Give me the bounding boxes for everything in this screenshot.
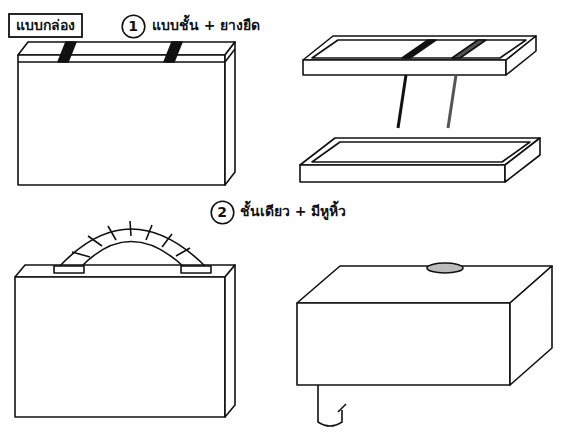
layered-box [18, 42, 235, 185]
node-text: 1 [128, 18, 138, 35]
handle-box [15, 221, 235, 417]
node-text: 2 [217, 204, 227, 221]
flat-box [297, 263, 552, 426]
caption-label: ชั้นเดียว + มีหูหิ้ว [240, 203, 346, 220]
caption-label: แบบชั้น + ยางยืด [152, 17, 260, 34]
open-base-tray [300, 138, 540, 182]
callout-number: 1 [121, 14, 146, 39]
open-lid-tray [303, 36, 536, 128]
title-box: แบบกล่อง [8, 13, 83, 38]
node-text: แบบกล่อง [16, 17, 75, 34]
callout-number: 2 [210, 200, 235, 225]
